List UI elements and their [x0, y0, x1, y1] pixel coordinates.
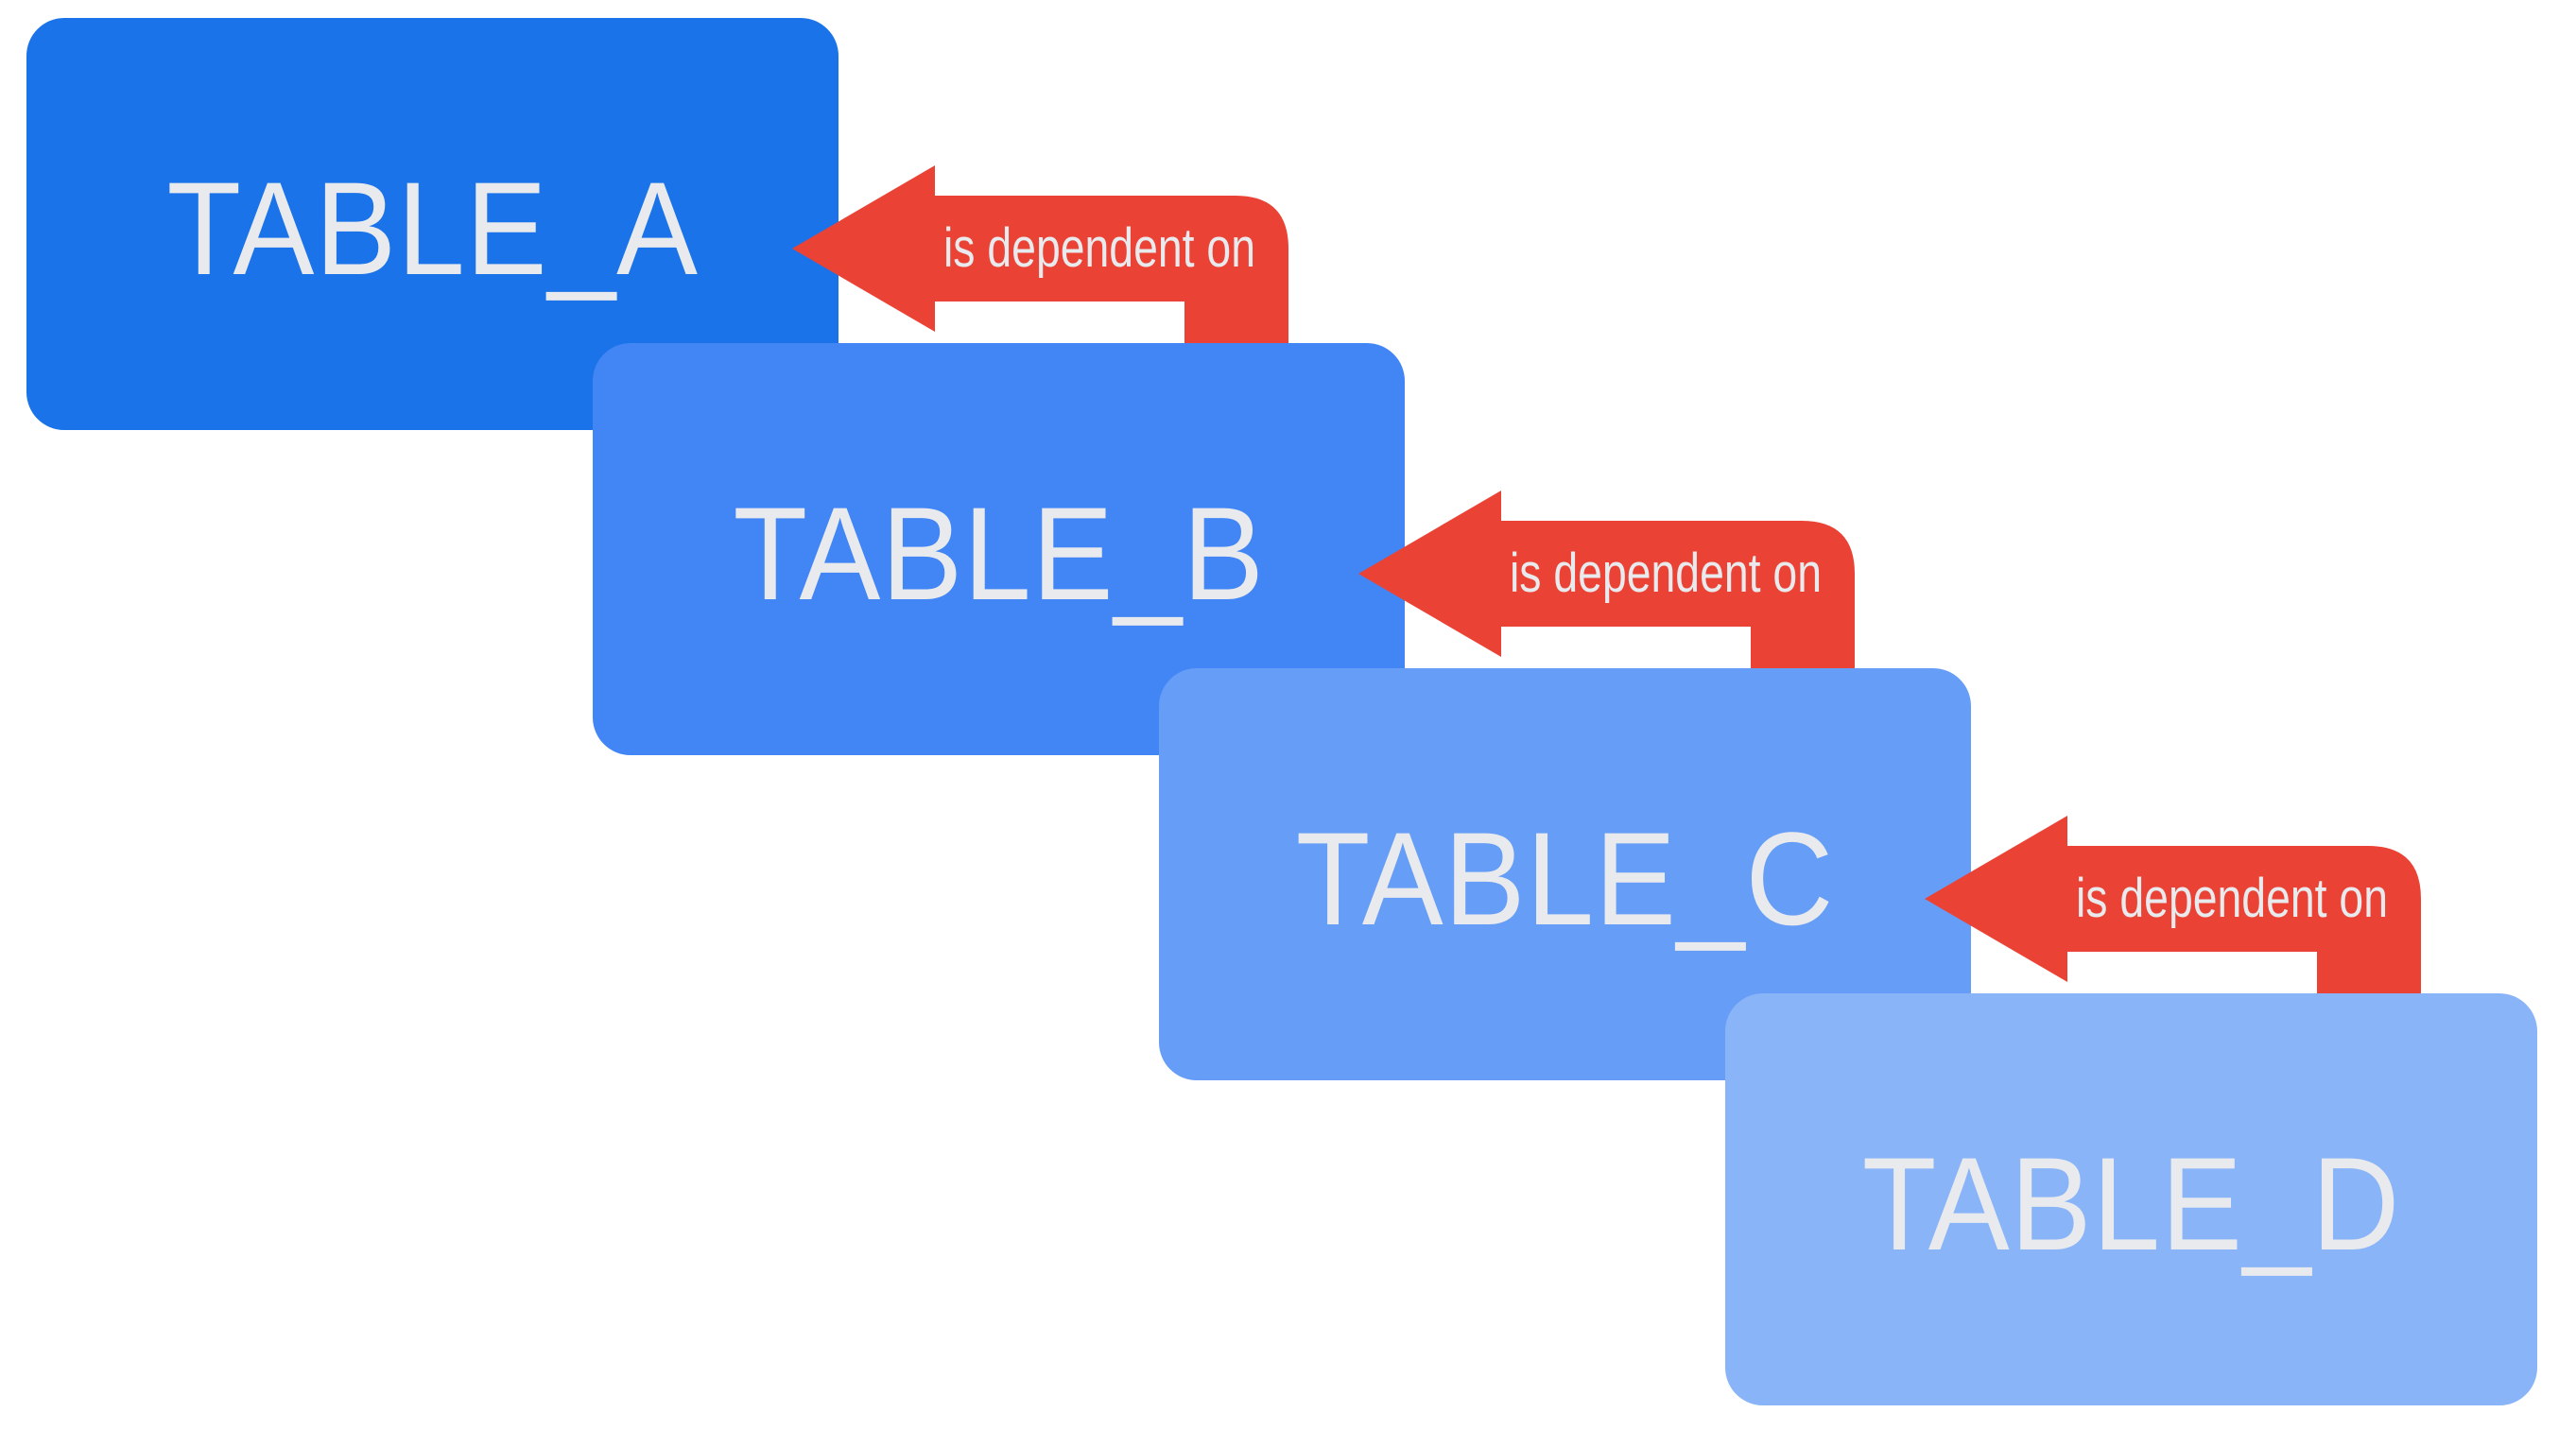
dependency-arrow-label: is dependent on — [2076, 868, 2388, 929]
table-a-label: TABLE_A — [166, 154, 699, 302]
table-d-box: TABLE_D — [1725, 993, 2537, 1405]
table-b-box: TABLE_B — [593, 343, 1405, 755]
dependency-arrow-d-to-c: is dependent on — [1925, 816, 2421, 995]
table-b-label: TABLE_B — [733, 479, 1265, 628]
left-arrow-shape — [1925, 816, 2421, 995]
table-c-label: TABLE_C — [1295, 804, 1835, 953]
left-arrow-shape — [1358, 491, 1855, 670]
dependency-arrow-label: is dependent on — [943, 217, 1255, 279]
table-d-label: TABLE_D — [1861, 1129, 2401, 1278]
dependency-arrow-label: is dependent on — [1510, 543, 1822, 604]
dependency-arrow-c-to-b: is dependent on — [1358, 491, 1855, 670]
dependency-arrow-b-to-a: is dependent on — [792, 165, 1288, 345]
table-a-box: TABLE_A — [26, 18, 838, 430]
left-arrow-shape — [792, 165, 1288, 345]
